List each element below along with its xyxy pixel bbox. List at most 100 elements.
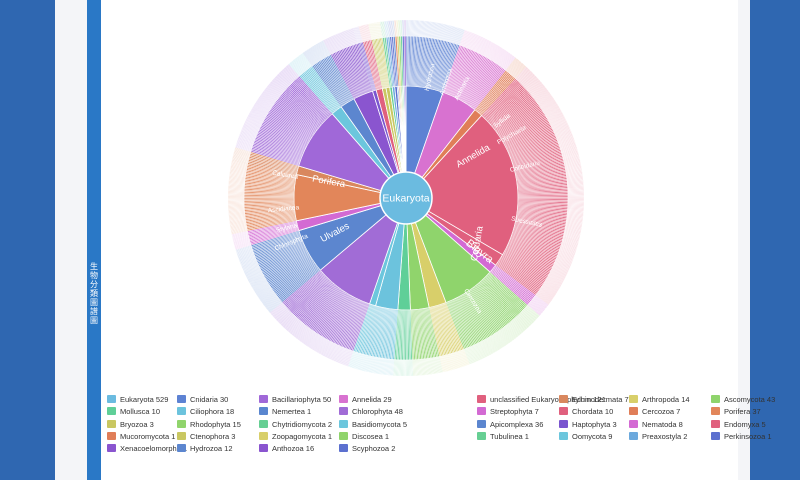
legend-swatch [107, 444, 116, 453]
legend-item[interactable]: Tubulinea 1 [477, 431, 529, 442]
legend-label: Mucoromycota 1 [120, 431, 176, 441]
legend-label: Basidiomycota 5 [352, 419, 408, 429]
legend-label: Bryozoa 3 [120, 419, 154, 429]
legend-swatch [339, 431, 348, 440]
ring3-sector[interactable] [405, 19, 407, 37]
legend-swatch [711, 419, 720, 428]
legend-swatch [339, 407, 348, 416]
legend-item[interactable]: Bacillariophyta 50 [259, 394, 331, 405]
legend-label: Ascomycota 43 [724, 395, 776, 404]
legend-item[interactable]: Streptophyta 7 [477, 406, 539, 417]
legend-swatch [629, 407, 638, 416]
legend-item[interactable]: Rhodophyta 15 [177, 419, 241, 430]
legend-label: Tubulinea 1 [490, 431, 529, 441]
legend-item[interactable]: Apicomplexa 36 [477, 419, 543, 430]
legend-swatch [177, 419, 186, 428]
legend-swatch [107, 395, 116, 403]
legend-label: Discosea 1 [352, 431, 390, 441]
sunburst-chart[interactable]: EukaryotaBigyraUlvalesPoriferaCnidariaAn… [101, 0, 738, 394]
legend-item[interactable]: Anthozoa 16 [259, 443, 314, 454]
legend-item[interactable]: Chlorophyta 48 [339, 406, 403, 417]
legend-item[interactable]: Nematoda 8 [629, 419, 683, 430]
legend-swatch [339, 444, 348, 453]
legend-label: Chordata 10 [572, 407, 614, 417]
ring2-label: Ascidiacea [268, 204, 300, 214]
vertical-title: 生物分類圖譜圖 [90, 262, 98, 325]
legend-label: Annelida 29 [352, 395, 392, 404]
legend-swatch [477, 407, 486, 416]
legend-item[interactable]: Chytridiomycota 2 [259, 419, 332, 430]
legend-label: Mollusca 10 [120, 407, 161, 417]
legend-item[interactable]: Hydrozoa 12 [177, 443, 233, 454]
legend-item[interactable]: Endomyxa 5 [711, 419, 766, 430]
legend-label: Hydrozoa 12 [190, 444, 233, 454]
legend-swatch [259, 419, 268, 428]
legend-label: Oomycota 9 [572, 431, 613, 441]
legend-item[interactable]: Cnidaria 30 [177, 394, 228, 405]
legend-label: Haptophyta 3 [572, 419, 617, 429]
legend-item[interactable]: Oomycota 9 [559, 431, 612, 442]
legend-label: Perkinsozoa 1 [724, 431, 772, 441]
legend-item[interactable]: Annelida 29 [339, 394, 392, 405]
legend-label: Chytridiomycota 2 [272, 419, 333, 429]
legend-swatch [559, 431, 568, 440]
legend-item[interactable]: Eukaryota 529 [107, 394, 168, 405]
legend-item[interactable]: Mollusca 10 [107, 406, 160, 417]
legend-item[interactable]: Ciliophora 18 [177, 406, 234, 417]
legend-label: Rhodophyta 15 [190, 419, 241, 429]
legend-swatch [339, 419, 348, 428]
legend-swatch [629, 395, 638, 403]
legend-swatch [339, 395, 348, 403]
legend-label: Nemertea 1 [272, 407, 312, 417]
legend-label: Arthropoda 14 [642, 395, 690, 404]
legend-item[interactable]: Scyphozoa 2 [339, 443, 395, 454]
legend-swatch [177, 444, 186, 453]
legend-item[interactable]: Ctenophora 3 [177, 431, 235, 442]
legend-item[interactable]: Chordata 10 [559, 406, 613, 417]
legend-item[interactable]: Preaxostyla 2 [629, 431, 687, 442]
legend-label: Zoopagomycota 1 [272, 431, 333, 441]
legend-item[interactable]: Xenacoelomorpha 1 [107, 443, 187, 454]
legend-item[interactable]: Cercozoa 7 [629, 406, 680, 417]
legend-swatch [711, 395, 720, 403]
legend-item[interactable]: Nemertea 1 [259, 406, 311, 417]
legend-label: Scyphozoa 2 [352, 444, 396, 454]
legend-swatch [477, 395, 486, 403]
legend-item[interactable]: Basidiomycota 5 [339, 419, 407, 430]
legend-swatch [107, 431, 116, 440]
legend-item[interactable]: Haptophyta 3 [559, 419, 617, 430]
legend-label: Apicomplexa 36 [490, 419, 544, 429]
legend-label: unclassified Eukaryota phylum 121 [490, 395, 606, 404]
legend-label: Streptophyta 7 [490, 407, 539, 417]
legend-swatch [177, 407, 186, 416]
legend-swatch [477, 431, 486, 440]
root-node[interactable] [379, 171, 433, 225]
legend-swatch [259, 431, 268, 440]
legend-item[interactable]: Porifera 37 [711, 406, 761, 417]
legend-swatch [177, 431, 186, 440]
legend-label: Chlorophyta 48 [352, 407, 403, 417]
legend-item[interactable]: Arthropoda 14 [629, 394, 690, 405]
legend-label: Porifera 37 [724, 407, 761, 417]
legend-label: Cercozoa 7 [642, 407, 681, 417]
legend-swatch [259, 444, 268, 453]
legend-item[interactable]: Echinodermata 7 [559, 394, 629, 405]
legend-swatch [259, 395, 268, 403]
root-label: Eukaryota [382, 193, 429, 205]
legend-item[interactable]: Perkinsozoa 1 [711, 431, 772, 442]
legend-item[interactable]: Bryozoa 3 [107, 419, 154, 430]
legend-label: Bacillariophyta 50 [272, 395, 332, 404]
legend-swatch [259, 407, 268, 416]
legend-item[interactable]: Ascomycota 43 [711, 394, 775, 405]
legend-label: Endomyxa 5 [724, 419, 766, 429]
legend-item[interactable]: Mucoromycota 1 [107, 431, 175, 442]
ring2-sector[interactable] [403, 35, 407, 87]
legend-item[interactable]: Discosea 1 [339, 431, 389, 442]
legend-swatch [559, 407, 568, 416]
legend-item[interactable]: Zoopagomycota 1 [259, 431, 332, 442]
legend-item[interactable]: unclassified Eukaryota phylum 121 [477, 394, 606, 405]
legend-swatch [559, 419, 568, 428]
legend-swatch [107, 419, 116, 428]
legend-label: Preaxostyla 2 [642, 431, 688, 441]
legend-swatch [477, 419, 486, 428]
